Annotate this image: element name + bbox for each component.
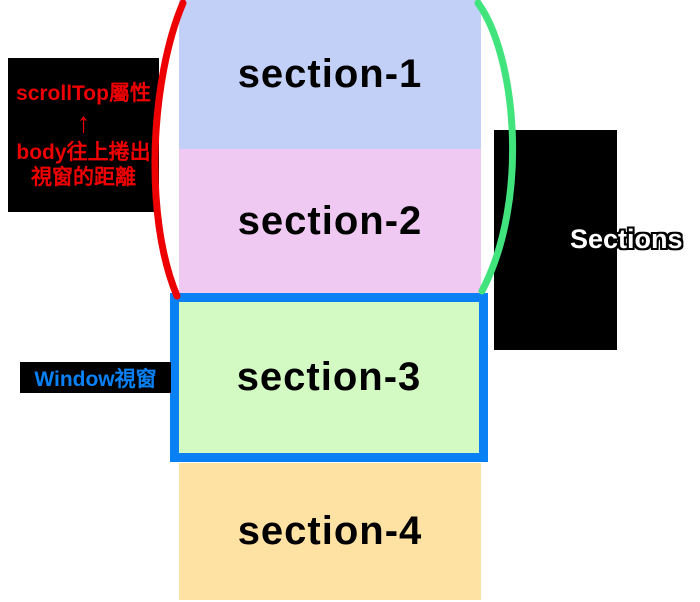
section-3-label: section-3	[236, 355, 422, 399]
right-annotation-label: Sections	[570, 224, 683, 254]
section-1-block: section-1	[179, 0, 481, 149]
scrolltop-annotation-line2: body往上捲出	[16, 140, 151, 164]
section-1-label: section-1	[237, 52, 423, 96]
window-label-box: Window視窗	[20, 362, 171, 393]
section-4-block: section-4	[179, 463, 481, 600]
section-4-label: section-4	[237, 509, 423, 553]
scrolltop-annotation-line1: scrollTop屬性	[16, 81, 151, 105]
scrolltop-annotation-line3: 視窗的距離	[31, 165, 136, 189]
section-2-label: section-2	[237, 198, 423, 243]
up-arrow-icon: ↑	[76, 106, 91, 138]
section-2-block: section-2	[179, 149, 481, 293]
window-label: Window視窗	[34, 367, 157, 391]
scrolltop-annotation-box: scrollTop屬性 ↑ body往上捲出 視窗的距離	[8, 58, 159, 212]
window-viewport-box: section-3	[170, 293, 488, 462]
